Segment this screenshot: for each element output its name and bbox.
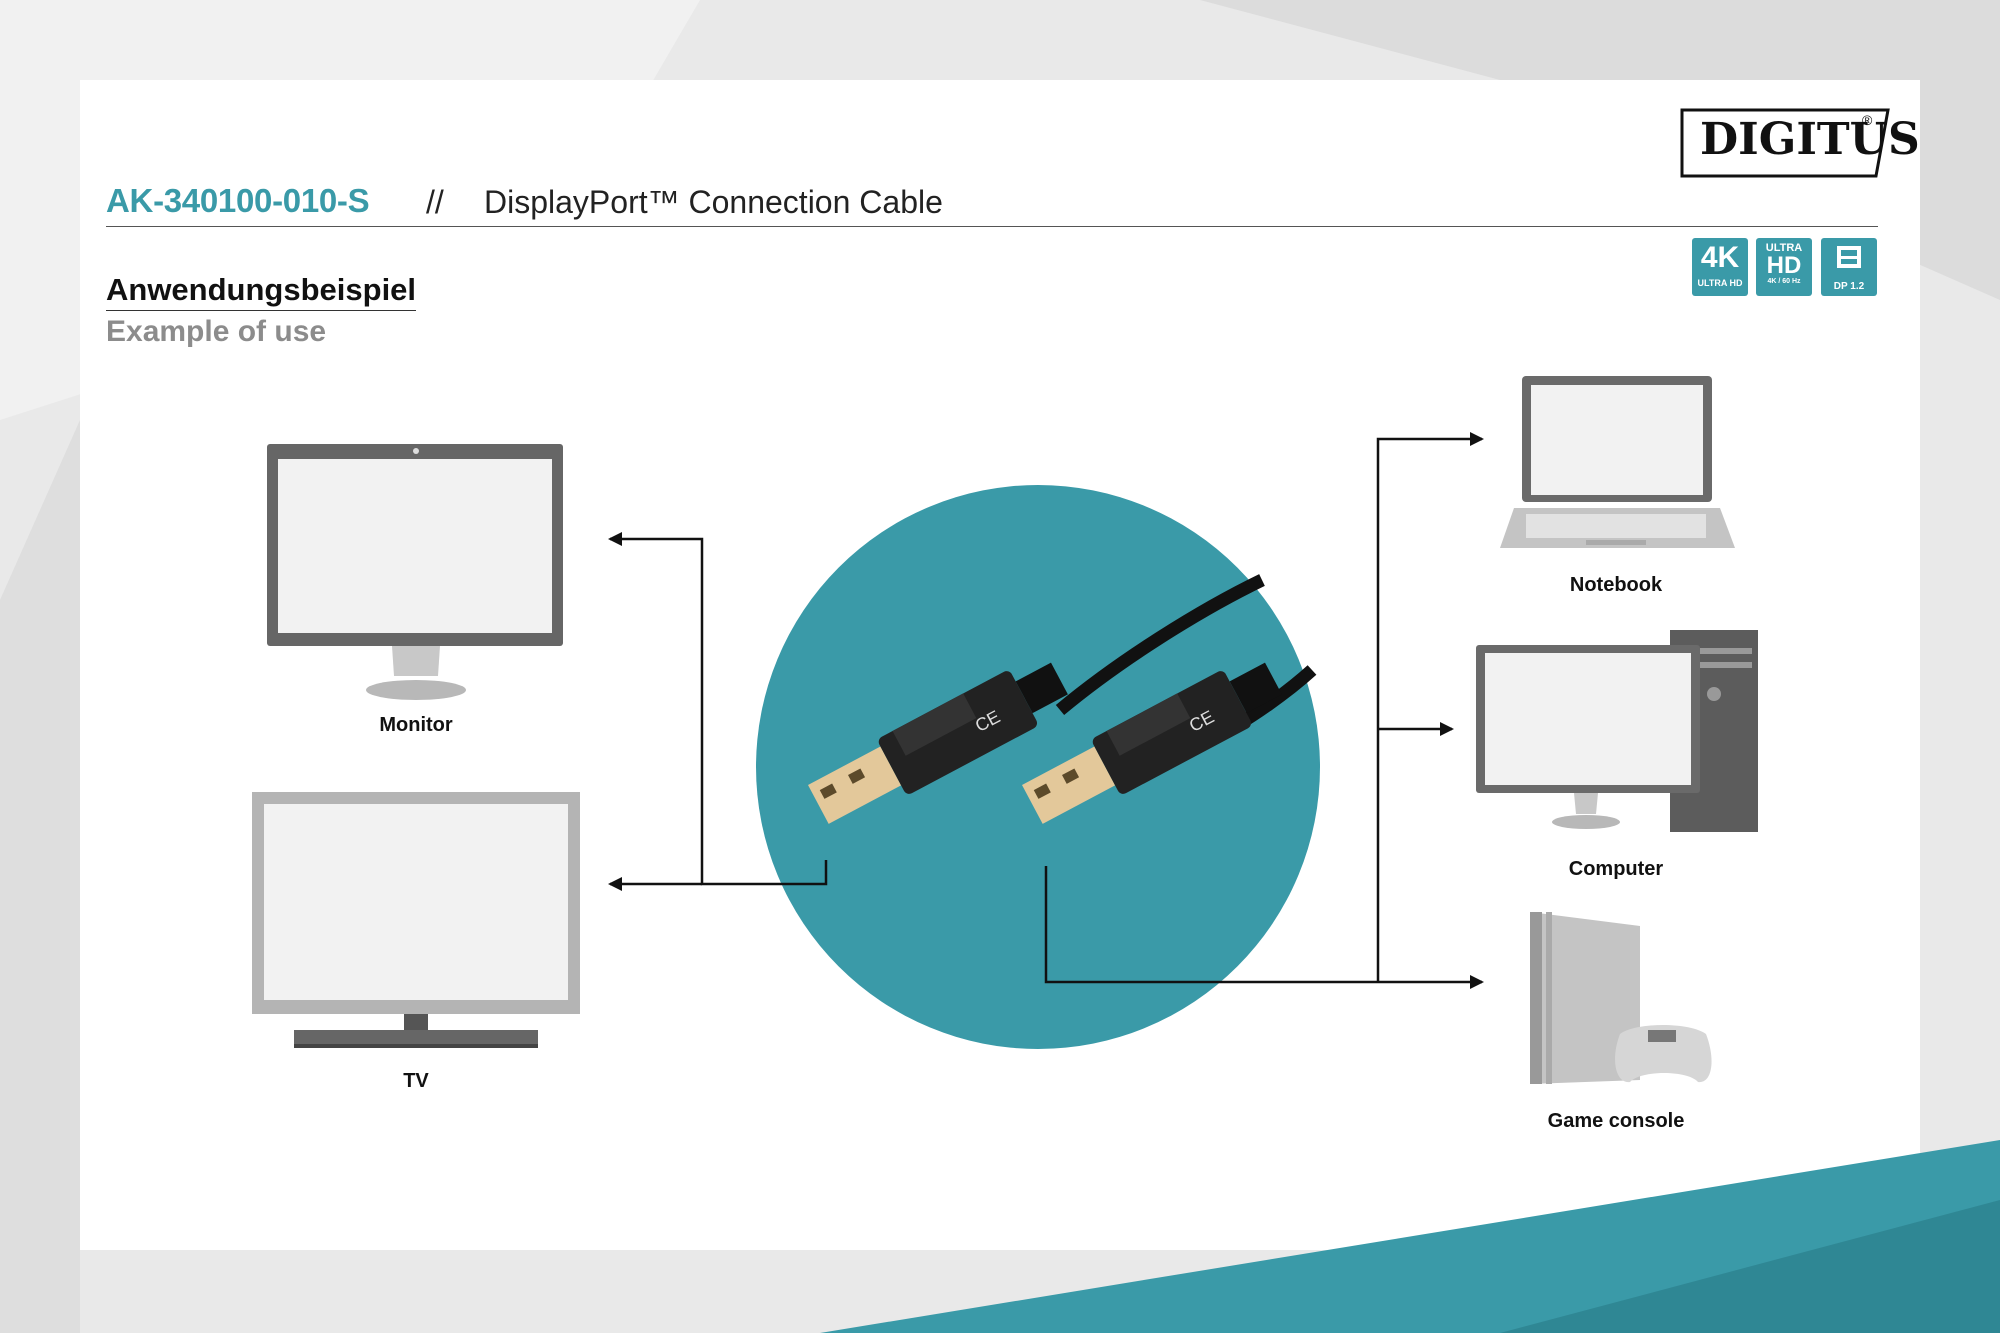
computer-icon xyxy=(1476,630,1758,832)
notebook-label: Notebook xyxy=(1569,574,1663,596)
computer-label: Computer xyxy=(1568,858,1664,880)
notebook-icon xyxy=(1500,376,1735,548)
ultra-hd-icon: ULTRA HD 4K / 60 Hz xyxy=(1756,238,1812,296)
logo-text: DIGITUS xyxy=(1700,114,1920,165)
game-console-icon xyxy=(1530,912,1712,1084)
monitor-icon xyxy=(267,444,563,700)
title-row: AK-340100-010-S // DisplayPort™ Connecti… xyxy=(106,182,1878,227)
displayport-port-icon xyxy=(1837,246,1861,268)
right-connection-lines xyxy=(1044,432,1484,989)
monitor-label: Monitor xyxy=(379,714,453,736)
section-heading-german: Anwendungsbeispiel xyxy=(106,272,417,311)
left-connection-lines xyxy=(608,532,828,891)
digitus-logo xyxy=(1680,108,1890,178)
tv-icon xyxy=(252,792,580,1048)
registered-mark: ® xyxy=(1862,112,1873,128)
tv-label: TV xyxy=(403,1070,429,1092)
teal-circle xyxy=(756,485,1320,1049)
game-console-label: Game console xyxy=(1547,1110,1685,1132)
section-heading-english: Example of use xyxy=(106,315,327,348)
4k-ultra-hd-icon: 4K ULTRA HD xyxy=(1692,238,1748,296)
displayport-cable-icon: CE CE xyxy=(808,574,1317,824)
product-title: DisplayPort™ Connection Cable xyxy=(484,184,943,220)
displayport-icon: DP 1.2 xyxy=(1821,238,1877,296)
title-separator: // xyxy=(426,184,444,220)
model-number: AK-340100-010-S xyxy=(106,182,370,219)
